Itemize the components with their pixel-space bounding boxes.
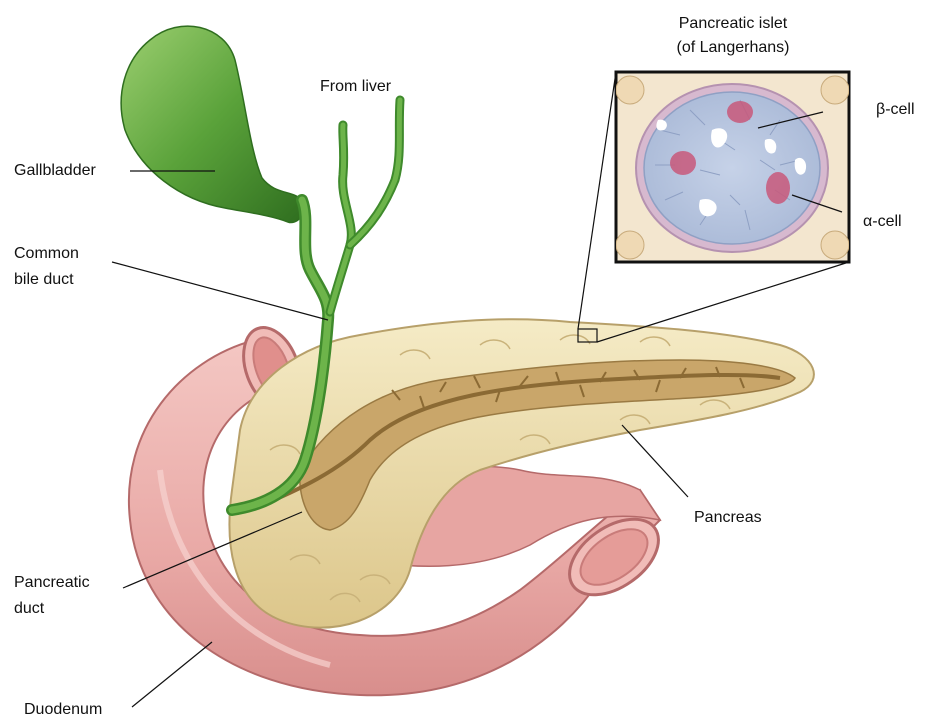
- beta-cell-label: β-cell: [876, 100, 915, 120]
- zoom-line-upper: [578, 72, 616, 329]
- pancreatic-duct-label-line1: Pancreatic: [14, 573, 90, 593]
- pancreas-label: Pancreas: [694, 508, 762, 528]
- pancreatic-duct-label-line2: duct: [14, 599, 44, 619]
- duodenum-label: Duodenum: [24, 700, 102, 720]
- alpha-cell-label: α-cell: [863, 212, 902, 232]
- pancreatic-islet-label-line1: Pancreatic islet: [640, 14, 826, 34]
- islet-inset: [616, 72, 849, 262]
- common-bile-duct-label-line2: bile duct: [14, 270, 74, 290]
- zoom-line-lower: [597, 262, 849, 342]
- gallbladder-label: Gallbladder: [14, 161, 96, 181]
- common-bile-duct-label-line1: Common: [14, 244, 79, 264]
- from-liver-label: From liver: [320, 77, 391, 97]
- pancreatic-islet-label-line2: (of Langerhans): [640, 38, 826, 58]
- gallbladder: [121, 26, 303, 222]
